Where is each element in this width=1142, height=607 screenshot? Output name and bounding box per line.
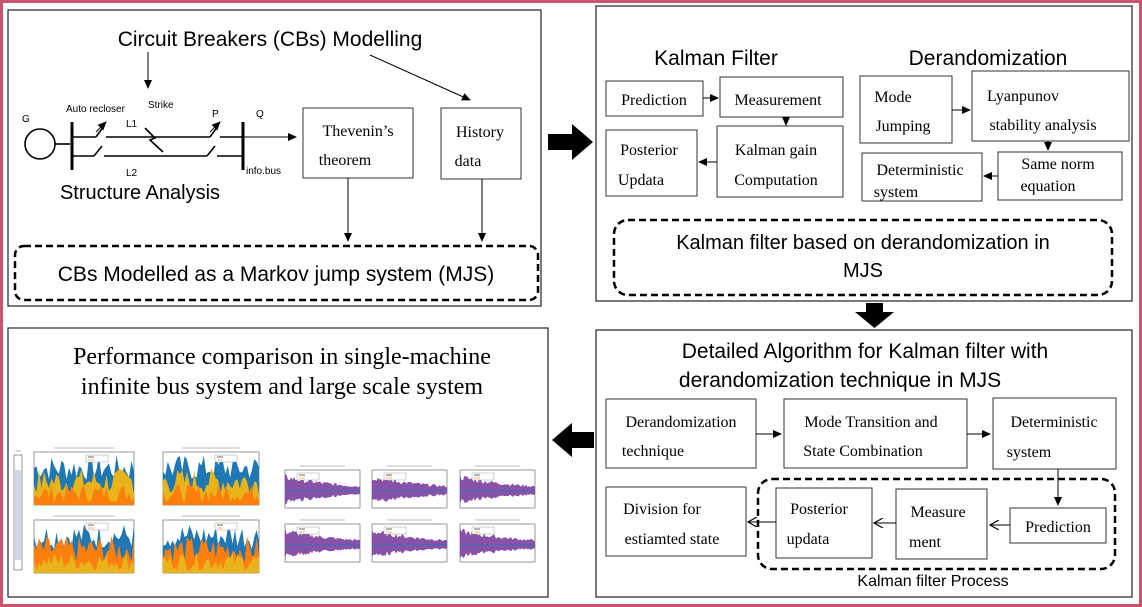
thevenin-line1: Thevenin’s	[322, 123, 393, 140]
panel-kalman-derandomization: Kalman Filter Derandomization Prediction…	[595, 5, 1133, 302]
measure-bottom-line2: ment	[909, 534, 942, 551]
plot-thumbnail-oscillation-4	[284, 519, 361, 563]
kf-derand-result-box	[612, 218, 1114, 297]
kalman-process-box	[756, 477, 1117, 571]
kalman-gain-line2: Computation	[734, 172, 818, 189]
mode-transition-line2: State Combination	[803, 443, 923, 460]
label-p: P	[212, 109, 219, 120]
kalman-process-label: Kalman filter Process	[857, 573, 1008, 590]
deterministic-box-bottom	[992, 397, 1117, 470]
lyapunov-box	[971, 70, 1130, 142]
plot-thumbnail-oscillation-1	[284, 465, 361, 509]
kf-derand-line1: Kalman filter based on derandomization i…	[676, 232, 1050, 254]
mjs-result-box	[13, 244, 540, 302]
lyap-line2: stability analysis	[989, 117, 1096, 134]
deter-line2: system	[874, 184, 919, 201]
label-q: Q	[256, 109, 264, 120]
plot-thumbnail-oscillation-3	[459, 465, 536, 509]
label-strike: Strike	[148, 100, 174, 111]
derand-technique-line2: technique	[622, 443, 684, 460]
deterministic-system-box	[861, 152, 983, 202]
panel-performance-comparison: Performance comparison in single-machine…	[7, 327, 549, 598]
division-line1: Division for	[623, 501, 701, 518]
posterior-line1: Posterior	[620, 142, 678, 159]
derandomization-title: Derandomization	[909, 47, 1068, 70]
derand-technique-box	[605, 398, 757, 469]
posterior-line2: Updata	[618, 172, 664, 189]
plot-thumbnail-area-1	[33, 447, 135, 506]
big-arrow-left	[552, 423, 594, 457]
division-box	[605, 486, 747, 557]
circuit-diagram: G Auto recloser Strike L1 L2 P Q info.bu…	[22, 100, 297, 179]
result-plot-thumbnails	[13, 447, 536, 574]
mode-transition-line1: Mode Transition and	[804, 414, 937, 431]
algorithm-title-line2: derandomization technique in MJS	[679, 369, 1001, 392]
lyap-line1: Lyanpunov	[987, 88, 1059, 105]
measure-bottom-line1: Measure	[910, 504, 965, 521]
deter-line1: Deterministic	[876, 162, 963, 179]
plot-thumbnail-oscillation-5	[371, 519, 448, 563]
mode-line1: Mode	[874, 89, 911, 106]
deterministic-bottom-line2: system	[1007, 444, 1052, 461]
norm-line1: Same norm	[1021, 156, 1095, 173]
big-arrow-down	[855, 303, 894, 328]
norm-line2: equation	[1020, 178, 1075, 195]
label-info-bus: info.bus	[246, 166, 281, 177]
plot-thumbnail-oscillation-2	[371, 465, 448, 509]
arrow-title-to-history	[369, 54, 471, 101]
label-l2: L2	[126, 168, 138, 179]
kalman-gain-line1: Kalman gain	[735, 142, 817, 159]
kalman-gain-box	[716, 125, 844, 198]
history-line1: History	[456, 124, 504, 141]
posterior-update-box	[605, 129, 698, 197]
plot-thumbnail-area-3	[162, 447, 260, 506]
label-l1: L1	[126, 119, 138, 130]
plot-thumbnail-oscillation-6	[459, 519, 536, 563]
performance-title-line2: infinite bus system and large scale syst…	[81, 374, 483, 400]
mode-jumping-box	[859, 75, 953, 144]
mjs-result-text: CBs Modelled as a Markov jump system (MJ…	[58, 263, 494, 286]
plot-thumbnail-area-2	[33, 515, 135, 574]
label-auto-recloser: Auto recloser	[66, 104, 126, 115]
same-norm-box	[997, 151, 1123, 201]
panel-cb-modelling: Circuit Breakers (CBs) Modelling	[7, 9, 542, 307]
measurement-text: Measurement	[734, 92, 822, 109]
plot-thumbnail-strip	[13, 450, 23, 571]
big-arrow-right	[548, 124, 593, 160]
mode-transition-box	[783, 398, 968, 469]
panel-detailed-algorithm: Detailed Algorithm for Kalman filter wit…	[595, 329, 1133, 598]
mode-line2: Jumping	[875, 118, 930, 135]
plot-thumbnail-area-4	[162, 515, 260, 574]
posterior-bottom-line2: updata	[787, 531, 830, 548]
history-data-box	[440, 107, 522, 180]
thevenin-line2: theorem	[319, 152, 372, 169]
posterior-bottom-line1: Posterior	[790, 501, 848, 518]
strike-bolt	[144, 127, 164, 153]
thevenin-box	[302, 107, 414, 179]
measurement-box-bottom	[895, 488, 988, 560]
algorithm-title-line1: Detailed Algorithm for Kalman filter wit…	[682, 340, 1049, 363]
deterministic-bottom-line1: Deterministic	[1010, 414, 1097, 431]
prediction-text: Prediction	[621, 92, 687, 109]
performance-title-line1: Performance comparison in single-machine	[73, 344, 491, 370]
measurement-box	[719, 76, 844, 118]
posterior-box-bottom	[775, 487, 873, 559]
kalman-filter-title: Kalman Filter	[654, 47, 778, 70]
label-g: G	[22, 114, 30, 125]
kf-derand-line2: MJS	[843, 260, 883, 282]
prediction-bottom-text: Prediction	[1025, 519, 1091, 536]
derand-technique-line1: Derandomization	[625, 414, 736, 431]
structure-analysis-label: Structure Analysis	[60, 182, 220, 204]
division-line2: estiamted state	[625, 531, 720, 548]
history-line2: data	[455, 153, 482, 170]
cb-modelling-title: Circuit Breakers (CBs) Modelling	[118, 28, 423, 51]
